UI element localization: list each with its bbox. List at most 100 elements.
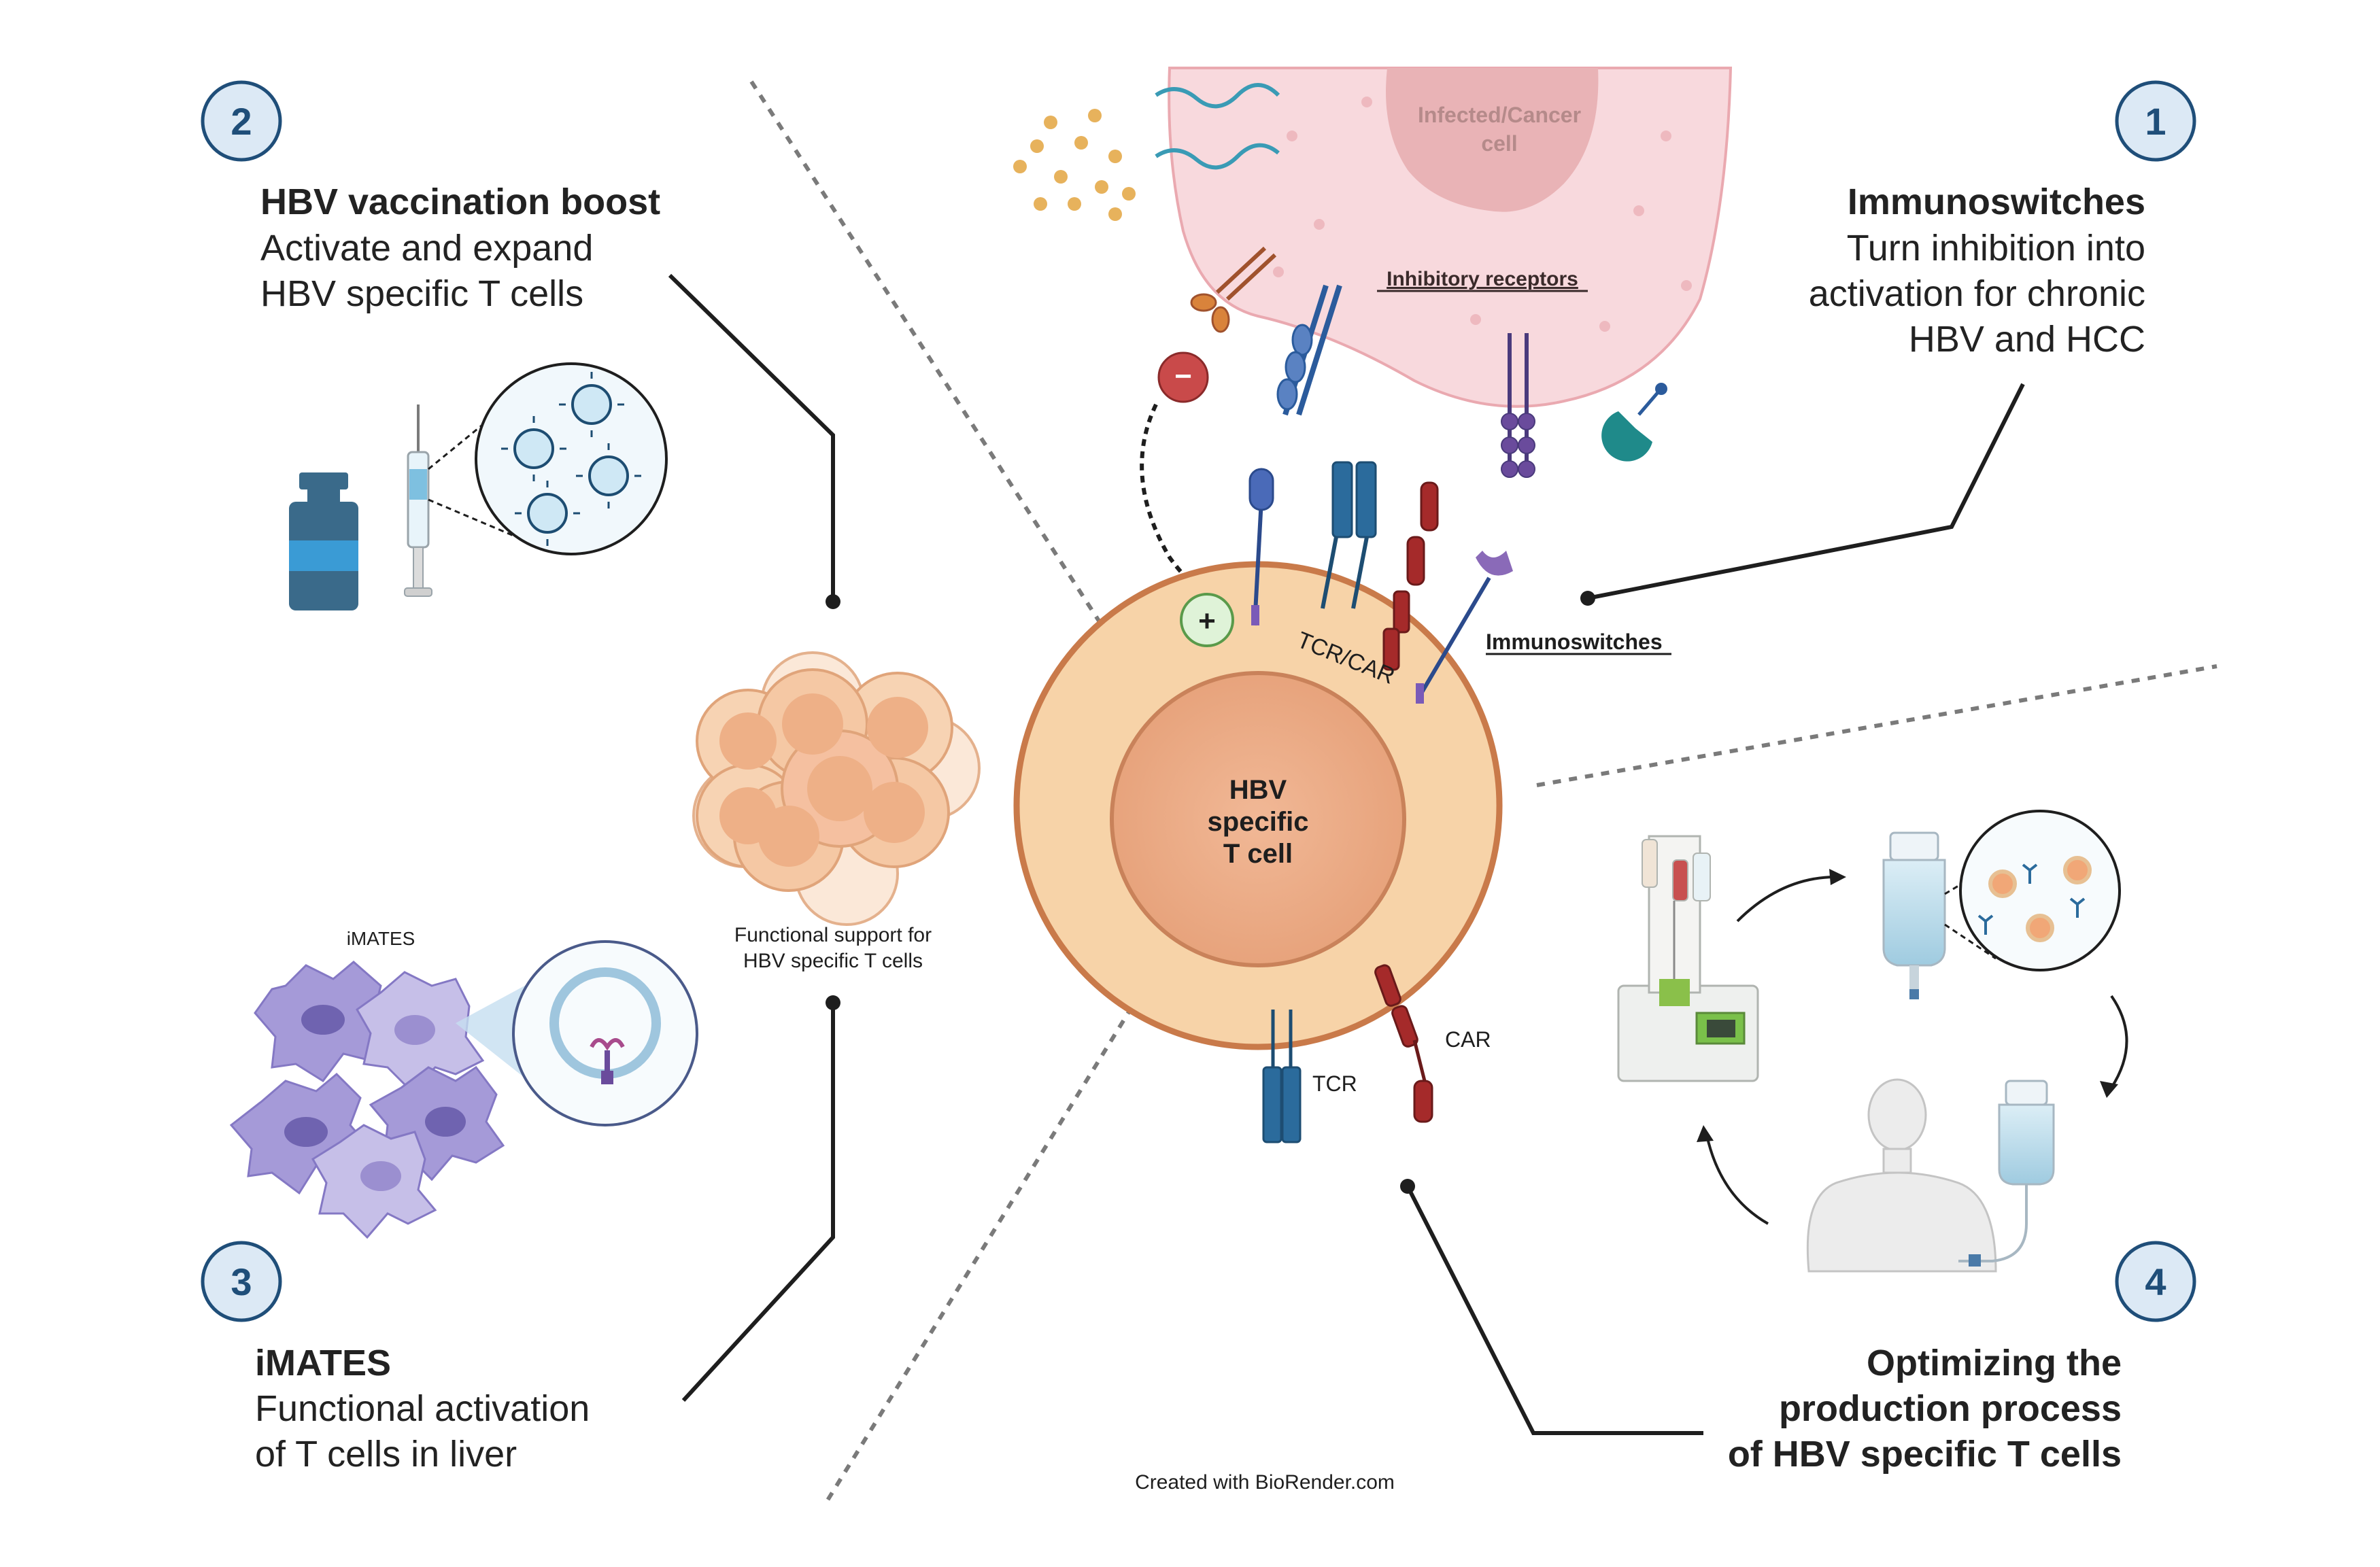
connector-section-4 (1406, 1185, 1703, 1435)
flagellum-2 (1155, 143, 1280, 170)
flagellum-1 (1155, 83, 1280, 109)
inhibitory-receptor-purple (1501, 333, 1535, 478)
plus-sign-icon (1180, 593, 1234, 647)
immunoswitches-label: Immunoswitches (1486, 630, 1663, 654)
inhibitory-receptor-blue (1276, 284, 1342, 416)
t-cell-label-line-2: specific (1208, 807, 1309, 837)
infected-cell-label-line-2: cell (1481, 131, 1517, 156)
imates-nuclei (284, 1005, 466, 1191)
virus-particle-icons (513, 384, 629, 534)
activation-signal: + (1180, 593, 1234, 647)
car-label: CAR (1445, 1027, 1491, 1052)
virus-spikes (501, 372, 641, 546)
minus-sign-icon (1157, 351, 1209, 403)
product-cells (1988, 856, 2092, 942)
section-3-text: iMATES Functional activation of T cells … (255, 1343, 590, 1475)
teal-ligand-icon (1601, 383, 1667, 462)
hbv-specific-t-cell: HBV specific T cell (1013, 561, 1503, 1050)
connector-section-1 (1587, 383, 2025, 600)
section-2-line-1: Activate and expand (260, 228, 593, 269)
connector-dot-1 (1580, 591, 1595, 606)
t-cell-label-line-3: T cell (1223, 839, 1293, 869)
badge-2-number: 2 (231, 100, 252, 143)
t-cell-label-line-1: HBV (1229, 775, 1287, 805)
minus-sign: − (1174, 360, 1192, 393)
inhibition-signal: − (1140, 351, 1209, 598)
badge-2-circle (201, 80, 282, 162)
section-2-title: HBV vaccination boost (260, 182, 660, 222)
virus-zoom-circle (475, 362, 668, 555)
infusion-bag-icon (1882, 831, 1946, 999)
bacteria-flagella (1155, 83, 1280, 170)
tcr-car-receptor-blue (1321, 461, 1377, 609)
connector-lines (668, 273, 2025, 1435)
infected-cell-body (1168, 67, 1733, 408)
cycle-arrows (1705, 876, 2128, 1225)
imates-receptor-icon (590, 1038, 625, 1084)
connector-dot-2 (826, 594, 840, 609)
badge-2: 2 (201, 80, 282, 162)
badge-4-circle (2115, 1241, 2196, 1322)
connector-dot-3 (826, 995, 840, 1010)
divider-bottom-left (824, 978, 1151, 1504)
imates-zoom-circle (512, 940, 698, 1126)
section-4-text: Optimizing the production process of HBV… (1728, 1343, 2122, 1475)
immunoswitch-receptor (1416, 551, 1513, 704)
section-1-line-2: activation for chronic (1809, 273, 2145, 314)
inhibitory-receptors-label: Inhibitory receptors (1387, 268, 1578, 290)
cell-product-zoom-circle (1959, 810, 2121, 971)
section-4-title-line-1: Optimizing the (1867, 1343, 2122, 1383)
tcr-car-receptor-red (1382, 481, 1439, 671)
cycle-arrowheads (1697, 869, 2118, 1142)
functional-support-line-1: Functional support for (734, 924, 932, 946)
section-1-text: Immunoswitches Turn inhibition into acti… (1809, 182, 2145, 360)
patient-iv-bag-icon (1958, 1080, 2055, 1267)
badge-1-circle (2115, 80, 2196, 162)
infected-cell-granules (1273, 97, 1692, 332)
badge-3-circle (201, 1241, 282, 1322)
divider-right (1536, 664, 2217, 787)
patient-silhouette-icon (1806, 1078, 1997, 1273)
badge-4: 4 (2115, 1241, 2196, 1322)
imates-label: iMATES (347, 928, 415, 949)
syringe-icon (404, 404, 432, 597)
activating-receptor-blue-single (1248, 468, 1274, 626)
vaccine-vial-icon (289, 472, 358, 610)
section-1-line-3: HBV and HCC (1909, 319, 2145, 360)
inhibition-to-activation-arrow (1140, 403, 1205, 593)
bioreactor-device-icon (1617, 835, 1759, 1082)
section-3-line-1: Functional activation (255, 1388, 590, 1429)
infected-cancer-cell: Infected/Cancer cell Inhibitory receptor… (1168, 67, 1733, 408)
section-2-line-2: HBV specific T cells (260, 273, 583, 314)
tcr-receptor-bottom (1262, 1010, 1302, 1143)
t-cell-cluster (692, 651, 981, 926)
biorender-credit: Created with BioRender.com (1135, 1471, 1395, 1494)
section-3-title: iMATES (255, 1343, 391, 1383)
badge-3: 3 (201, 1241, 282, 1322)
dashed-dividers (749, 80, 2217, 1504)
t-cell-nucleus (1110, 671, 1406, 967)
section-1-title: Immunoswitches (1848, 182, 2145, 222)
connector-section-2 (668, 273, 835, 602)
product-antibodies (1977, 863, 2086, 935)
cytokine-dots (1013, 109, 1136, 221)
tcr-label: TCR (1312, 1071, 1357, 1096)
badge-1: 1 (2115, 80, 2196, 162)
section-4-title-line-2: production process (1779, 1388, 2122, 1429)
car-receptor-bottom (1374, 964, 1433, 1123)
section-4-title-line-3: of HBV specific T cells (1728, 1434, 2122, 1475)
plus-sign: + (1198, 604, 1216, 638)
badge-1-number: 1 (2145, 100, 2166, 143)
connector-section-3 (681, 1003, 835, 1402)
infected-cell-nucleus (1386, 68, 1599, 212)
section-3-line-2: of T cells in liver (255, 1434, 517, 1475)
divider-top-left (749, 80, 1110, 637)
connector-dots (826, 591, 1595, 1194)
functional-support-line-2: HBV specific T cells (743, 950, 923, 972)
section-2-text: HBV vaccination boost Activate and expan… (260, 182, 660, 314)
section-1-line-1: Turn inhibition into (1847, 228, 2145, 269)
badge-4-number: 4 (2145, 1260, 2166, 1303)
infected-cell-label-line-1: Infected/Cancer (1418, 103, 1581, 127)
